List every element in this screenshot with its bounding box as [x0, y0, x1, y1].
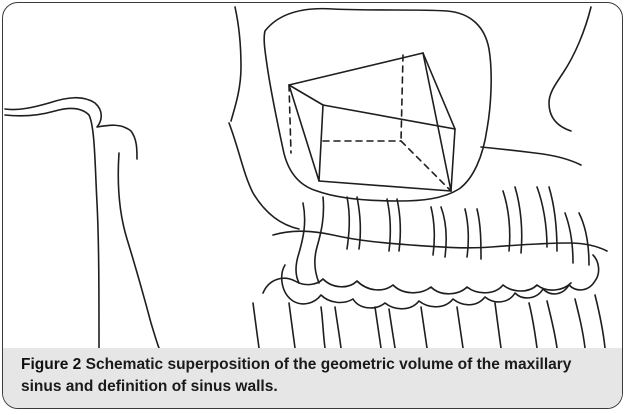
figure-frame: Figure 2 Schematic superposition of the … — [2, 2, 623, 409]
upper-crowns — [282, 255, 599, 309]
tooth-root-9 — [565, 213, 589, 265]
nasal-floor — [481, 147, 581, 165]
lower-crowns — [263, 278, 571, 293]
zygoma-line — [231, 7, 241, 121]
sinus-box-front-vertical — [319, 105, 323, 181]
figure-label: Figure 2 — [21, 356, 81, 373]
sinus-box-side-edge — [423, 53, 455, 129]
tooth-root-8 — [537, 187, 557, 251]
tooth-root-7 — [503, 187, 522, 253]
sinus-box-hidden-diagonal — [401, 141, 451, 191]
maxilla-contour — [229, 123, 299, 229]
coronoid-outline — [118, 153, 159, 348]
tooth-root-3 — [347, 197, 360, 249]
lower-root-4 — [421, 307, 427, 348]
sinus-box-back-face — [289, 53, 451, 191]
sinus-box-front-right — [451, 129, 455, 191]
lower-root-2 — [321, 307, 341, 348]
mandible-body — [253, 303, 259, 348]
mandible-anterior-border — [5, 108, 99, 348]
lower-root-7 — [529, 301, 557, 348]
tooth-root-1 — [296, 203, 305, 283]
lower-root-8 — [575, 295, 605, 348]
maxillary-sinus-illustration — [3, 3, 623, 348]
orbit-rim — [264, 9, 491, 201]
sinus-box-hidden-vertical — [401, 55, 403, 141]
tooth-root-6 — [465, 209, 481, 259]
figure-caption-text: Schematic superposition of the geometric… — [21, 356, 571, 395]
mandible-outline — [5, 98, 137, 159]
lower-root-5 — [457, 307, 463, 348]
tooth-root-5 — [431, 207, 446, 257]
lower-root-6 — [495, 303, 501, 348]
nasal-line — [549, 7, 591, 131]
tooth-root-2 — [315, 197, 324, 283]
figure-caption: Figure 2 Schematic superposition of the … — [21, 354, 611, 398]
lower-root-3 — [375, 307, 395, 348]
sinus-box-hidden-left — [289, 85, 291, 153]
lower-root-1 — [289, 303, 295, 348]
